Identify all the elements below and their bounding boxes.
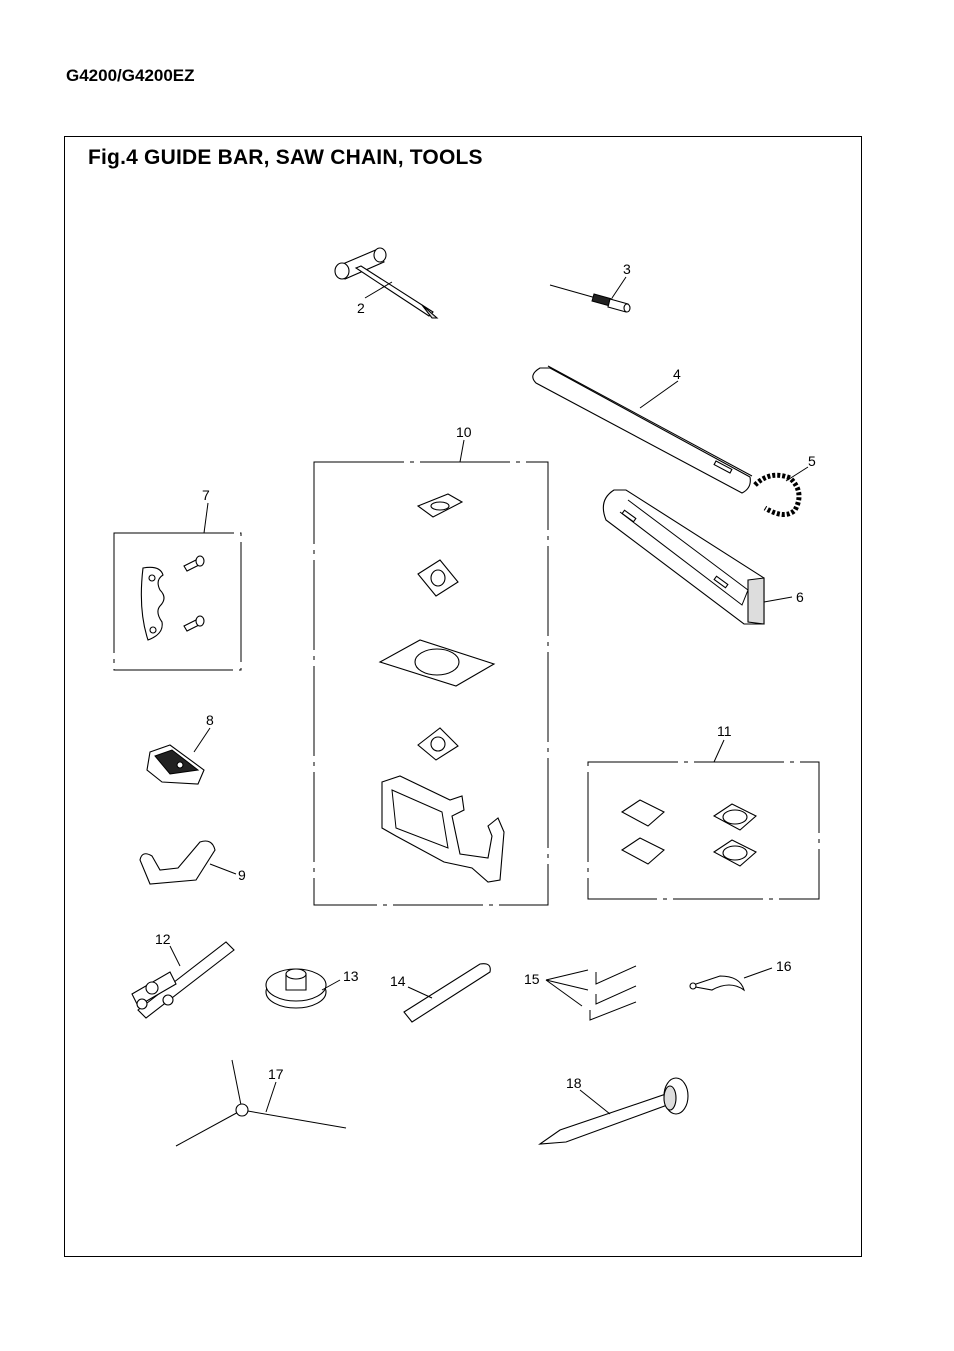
part-6-chain-cover: 6 [602,489,804,625]
part-15-hex-keys: 15 [524,965,637,1021]
callout-8: 8 [206,712,214,728]
part-8-air-filter: 8 [146,712,214,785]
callout-5: 5 [808,453,816,469]
figure-frame [64,136,862,1257]
figure-title: Fig.4 GUIDE BAR, SAW CHAIN, TOOLS [88,146,483,169]
callout-2: 2 [357,300,365,316]
part-9-bracket: 9 [139,840,246,885]
part-12-holder-tool: 12 [131,931,235,1019]
part-3-screwdriver: 3 [549,261,631,313]
callout-10: 10 [456,424,472,440]
part-5-saw-chain: 5 [753,453,816,517]
screw-icon [183,555,205,572]
part-10-gasket-set: 10 [313,424,549,906]
part-18-file-holder: 18 [538,1075,689,1145]
part-13-flywheel-puller: 13 [265,968,359,1009]
part-2-combination-wrench: 2 [334,247,439,319]
part-11-carburetor-repair-kit: 11 [587,723,820,900]
callout-15: 15 [524,971,540,987]
callout-9: 9 [238,867,246,883]
callout-14: 14 [390,973,406,989]
callout-11: 11 [717,723,732,739]
part-16-bracket: 16 [689,958,792,992]
screw-icon [183,615,205,632]
callout-7: 7 [202,487,210,503]
callout-17: 17 [268,1066,284,1082]
callout-12: 12 [155,931,171,947]
part-14-wrench: 14 [390,963,491,1023]
part-7-chain-catcher-kit: 7 [113,487,242,671]
callout-16: 16 [776,958,792,974]
part-4-guide-bar: 4 [532,365,753,494]
callout-18: 18 [566,1075,582,1091]
callout-4: 4 [673,366,681,382]
part-17-t-wrench: 17 [175,1059,347,1147]
callout-3: 3 [623,261,631,277]
callout-6: 6 [796,589,804,605]
model-name: G4200/G4200EZ [66,66,195,85]
callout-13: 13 [343,968,359,984]
